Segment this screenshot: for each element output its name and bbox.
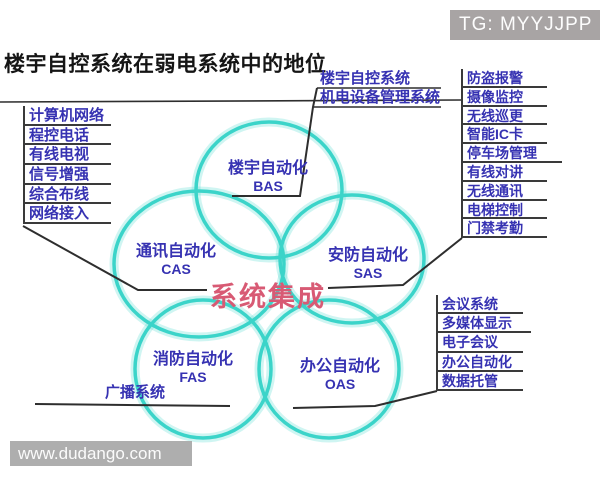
circle-sas [278, 193, 426, 325]
list-item: 综合布线 [25, 185, 111, 205]
circle-oas [257, 298, 401, 440]
circle-abbr: BAS [253, 178, 283, 194]
circle-name: 通讯自动化 [135, 243, 216, 260]
list-item: 程控电话 [25, 126, 111, 146]
circle-label-bas: 楼宇自动化 BAS [208, 160, 328, 195]
list-item: 门禁考勤 [463, 219, 547, 239]
top-label-group: 楼宇自控系统 机电设备管理系统 [320, 70, 440, 108]
list-item: 摄像监控 [463, 88, 547, 107]
circle-name: 办公自动化 [299, 358, 380, 375]
tg-badge: TG: MYYJJPP [450, 10, 600, 40]
circle-abbr: OAS [324, 376, 356, 392]
system-integration-label: 系统集成 [210, 282, 326, 313]
list-item: 电子会议 [438, 333, 523, 353]
title-rule [0, 99, 463, 103]
watermark: www.dudango.com [10, 441, 192, 466]
list-item: 办公自动化 [438, 353, 523, 372]
circle-name: 消防自动化 [152, 351, 233, 368]
broadcast-system-label: 广播系统 [105, 384, 166, 401]
circle-label-oas: 办公自动化 OAS [280, 358, 400, 393]
connector-lines [0, 87, 463, 409]
list-item: 智能IC卡 [463, 125, 547, 145]
top-label-to-bas-connector [232, 87, 318, 197]
left-subsystem-list: 计算机网络 程控电话 有线电视 信号增强 综合布线 网络接入 [23, 106, 111, 225]
circle-label-fas: 消防自动化 FAS [133, 351, 253, 386]
circle-abbr: CAS [161, 261, 191, 277]
broadcast-to-fas-connector [34, 403, 231, 407]
list-item: 有线对讲 [463, 163, 547, 182]
list-item: 多媒体显示 [438, 314, 531, 334]
circle-abbr: FAS [179, 369, 207, 385]
oas-to-br-list-connector [292, 390, 438, 409]
circle-name: 安防自动化 [327, 247, 408, 264]
list-item: 无线通讯 [463, 182, 547, 201]
list-item: 防盗报警 [463, 69, 547, 88]
list-item: 计算机网络 [25, 106, 111, 126]
list-item: 会议系统 [438, 295, 523, 315]
list-item: 无线巡更 [463, 107, 547, 126]
list-item: 有线电视 [25, 145, 111, 166]
right-list-to-sas-connector [327, 237, 463, 289]
list-item: 数据托管 [438, 372, 523, 391]
circle-name: 楼宇自动化 [227, 160, 308, 177]
circle-fas [133, 298, 273, 440]
page-title: 楼宇自控系统在弱电系统中的地位 [4, 51, 327, 76]
list-item: 电梯控制 [463, 201, 547, 220]
left-list-to-cas-connector [22, 225, 207, 291]
list-item: 信号增强 [25, 165, 111, 185]
top-label: 楼宇自控系统 [320, 70, 411, 87]
list-item: 停车场管理 [463, 144, 562, 163]
right-subsystem-list: 防盗报警 摄像监控 无线巡更 智能IC卡 停车场管理 有线对讲 无线通讯 电梯控… [461, 69, 562, 239]
top-label: 机电设备管理系统 [320, 89, 441, 106]
circle-cas [112, 189, 286, 339]
circle-label-cas: 通讯自动化 CAS [116, 243, 236, 278]
circle-abbr: SAS [353, 265, 383, 281]
circle-label-sas: 安防自动化 SAS [308, 247, 428, 282]
list-item: 网络接入 [25, 204, 111, 225]
office-subsystem-list: 会议系统 多媒体显示 电子会议 办公自动化 数据托管 [436, 295, 531, 391]
venn-circles [112, 120, 426, 440]
